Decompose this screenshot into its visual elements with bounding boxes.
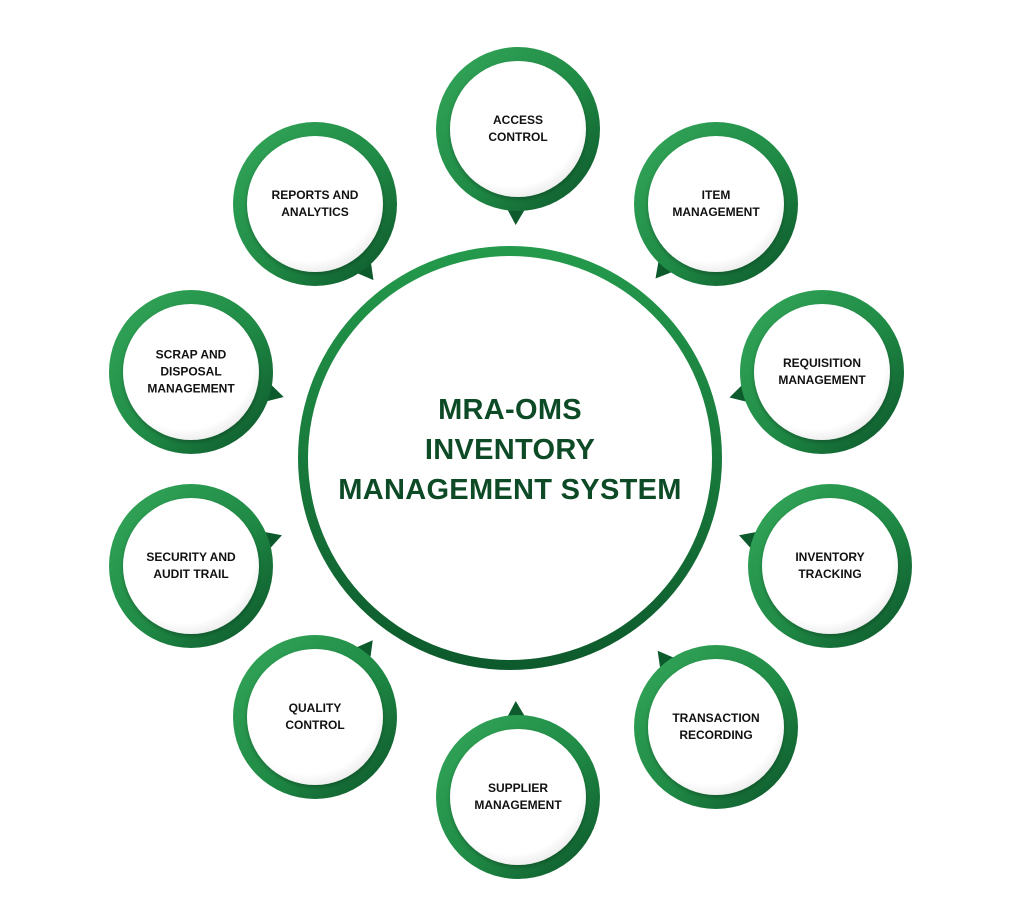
module-face-transaction-recording <box>648 659 784 795</box>
module-nodes-layer <box>109 47 912 879</box>
module-face-requisition-management <box>754 304 890 440</box>
module-node-access-control <box>436 47 600 225</box>
module-label-quality-control: QUALITY CONTROL <box>253 700 377 734</box>
center-title-line-3: MANAGEMENT SYSTEM <box>338 474 682 506</box>
module-label-line: TRACKING <box>798 567 862 581</box>
module-node-quality-control <box>233 635 397 799</box>
module-face-quality-control <box>247 649 383 785</box>
module-label-line: REQUISITION <box>782 356 861 370</box>
module-label-line: SUPPLIER <box>487 781 548 795</box>
center-title-line-1: MRA-OMS <box>438 394 582 426</box>
module-face-item-management <box>648 136 784 272</box>
module-face-supplier-management <box>450 729 586 865</box>
module-node-transaction-recording <box>634 645 798 809</box>
module-label-line: RECORDING <box>679 728 753 742</box>
module-label-line: CONTROL <box>488 130 548 144</box>
module-label-line: MANAGEMENT <box>147 381 235 396</box>
module-label-line: SECURITY AND <box>146 550 236 564</box>
module-label-item-management: ITEM MANAGEMENT <box>654 187 778 221</box>
module-node-security-and-audit-trail <box>109 484 282 648</box>
module-face-access-control <box>450 61 586 197</box>
center-hub-face <box>308 256 712 660</box>
module-label-line: REPORTS AND <box>271 188 359 202</box>
module-label-security-and-audit-trail: SECURITY AND AUDIT TRAIL <box>129 549 253 583</box>
module-label-line: ANALYTICS <box>281 205 349 219</box>
module-label-access-control: ACCESS CONTROL <box>456 112 580 146</box>
module-label-line: INVENTORY <box>795 550 865 564</box>
module-label-line: MANAGEMENT <box>778 373 866 387</box>
module-label-line: SCRAP AND <box>155 347 227 362</box>
module-node-supplier-management <box>436 701 600 879</box>
module-label-line: CONTROL <box>285 718 345 732</box>
module-node-reports-and-analytics <box>233 122 397 286</box>
module-label-line: AUDIT TRAIL <box>153 567 229 581</box>
module-node-inventory-tracking <box>739 484 912 648</box>
module-face-security-and-audit-trail <box>123 498 259 634</box>
module-label-inventory-tracking: INVENTORY TRACKING <box>768 549 892 583</box>
module-label-transaction-recording: TRANSACTION RECORDING <box>654 710 778 744</box>
module-node-item-management <box>634 122 798 286</box>
module-label-line: MANAGEMENT <box>474 798 562 812</box>
module-label-line: ITEM <box>701 188 731 202</box>
module-label-line: DISPOSAL <box>160 364 222 379</box>
module-face-scrap-and-disposal-management <box>123 304 259 440</box>
module-label-line: QUALITY <box>288 701 342 715</box>
module-label-scrap-and-disposal-management: SCRAP AND DISPOSAL MANAGEMENT <box>129 347 253 398</box>
module-label-requisition-management: REQUISITION MANAGEMENT <box>760 355 884 389</box>
module-face-inventory-tracking <box>762 498 898 634</box>
module-label-supplier-management: SUPPLIER MANAGEMENT <box>456 780 580 814</box>
module-label-line: MANAGEMENT <box>672 205 760 219</box>
module-label-reports-and-analytics: REPORTS AND ANALYTICS <box>253 187 377 221</box>
module-node-scrap-and-disposal-management <box>109 290 284 454</box>
center-title: MRA-OMS INVENTORY MANAGEMENT SYSTEM <box>300 390 720 510</box>
module-label-line: TRANSACTION <box>672 711 760 725</box>
module-label-line: ACCESS <box>492 113 543 127</box>
center-hub-layer <box>298 246 722 670</box>
module-node-requisition-management <box>729 290 904 454</box>
module-face-reports-and-analytics <box>247 136 383 272</box>
center-title-line-2: INVENTORY <box>424 434 596 466</box>
